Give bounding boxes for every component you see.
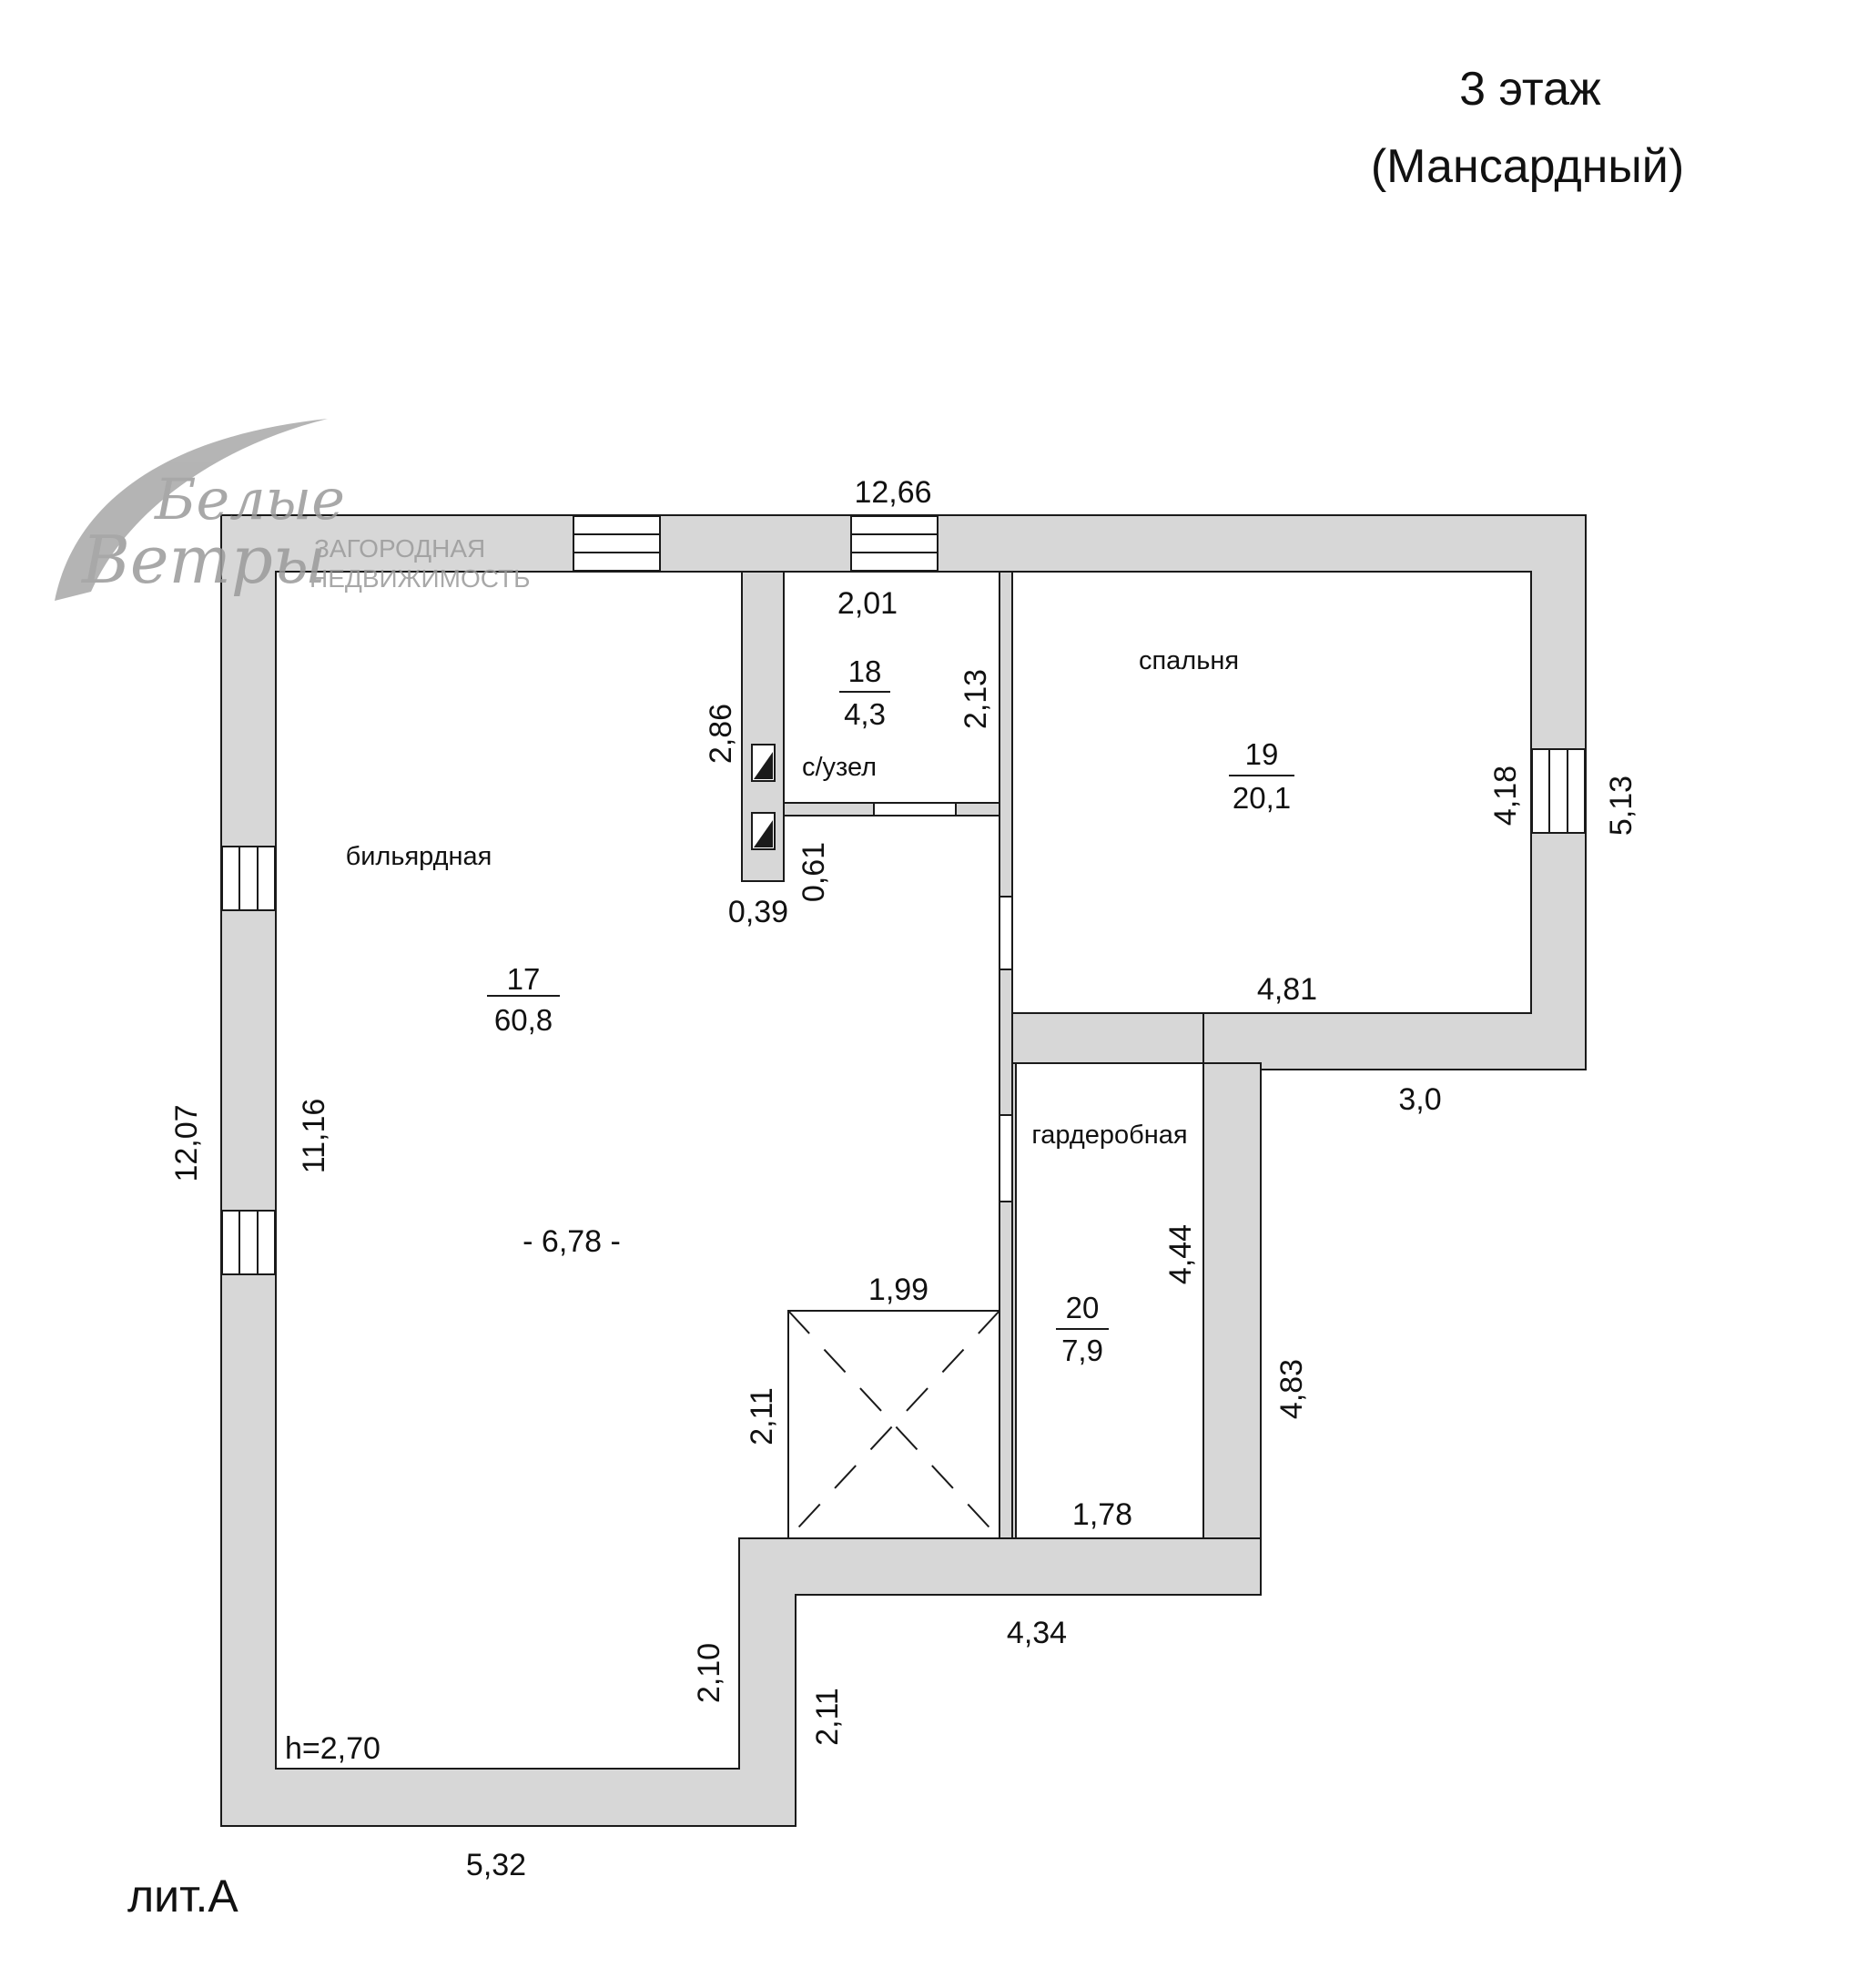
bedroom-bottom-wall <box>1011 1012 1204 1064</box>
room-area-wardrobe: 7,9 <box>1061 1334 1103 1367</box>
dim-step-300: 3,0 <box>1398 1082 1441 1117</box>
door-opening-bedroom <box>1000 897 1011 969</box>
window <box>573 515 661 572</box>
dim-left-inner: 11,16 <box>297 1099 331 1174</box>
room-name-bedroom: спальня <box>1139 646 1239 675</box>
dim-bedroom-width: 4,81 <box>1257 972 1317 1007</box>
window <box>221 1210 276 1275</box>
ceiling-height: h=2,70 <box>285 1731 381 1766</box>
dim-wall-286: 2,86 <box>704 704 738 764</box>
vent-shaft-fill <box>754 820 773 847</box>
center-wall <box>999 571 1013 1539</box>
logo-swoosh <box>55 419 328 601</box>
dim-wall-039: 0,39 <box>728 895 788 929</box>
floor-subtitle: (Мансардный) <box>1371 140 1684 193</box>
window <box>221 846 276 911</box>
logo-sub-line2: НЕДВИЖИМОСТЬ <box>309 564 531 593</box>
room-number-wardrobe: 20 <box>1066 1291 1100 1324</box>
window <box>850 515 939 572</box>
outer-wall <box>220 514 1587 1827</box>
logo-script-line2: Ветры <box>80 522 327 598</box>
dim-wc-height: 2,13 <box>959 669 993 729</box>
room-number-billiard: 17 <box>507 962 541 996</box>
dim-right-lower: 4,83 <box>1274 1359 1309 1419</box>
dim-billiard-width: - 6,78 - <box>523 1224 621 1259</box>
wardrobe-right-wall <box>1202 1062 1262 1539</box>
room-name-billiard: бильярдная <box>346 842 492 871</box>
logo-script-line1: Белые <box>154 466 345 532</box>
stair-opening <box>787 1310 1000 1539</box>
dim-top-overall: 12,66 <box>854 475 931 510</box>
door-opening-wc <box>874 804 956 815</box>
vent-shaft-fill <box>754 752 773 779</box>
logo-sub-line1: ЗАГОРОДНАЯ <box>314 534 485 563</box>
window <box>1531 748 1586 834</box>
door-opening-wardrobe <box>1000 1115 1011 1202</box>
brand-logo: Белые Ветры ЗАГОРОДНАЯ НЕДВИЖИМОСТЬ <box>55 419 531 601</box>
dim-wc-width: 2,01 <box>837 586 898 621</box>
dim-right-outer: 5,13 <box>1604 776 1639 836</box>
dim-notch-inner: 2,10 <box>692 1643 726 1703</box>
room-number-bedroom: 19 <box>1245 737 1279 771</box>
dim-wall-061: 0,61 <box>797 842 831 902</box>
dim-bottom-left: 5,32 <box>466 1848 526 1882</box>
dim-bedroom-height: 4,18 <box>1488 766 1523 826</box>
dim-stair-width: 1,99 <box>868 1273 928 1307</box>
room-area-bedroom: 20,1 <box>1233 781 1291 815</box>
dim-notch-outer: 2,11 <box>810 1688 845 1746</box>
dim-left-outer: 12,07 <box>169 1104 204 1182</box>
dim-bottom-mid: 4,34 <box>1007 1616 1067 1650</box>
room-name-wc: с/узел <box>802 753 877 782</box>
room-area-wc: 4,3 <box>844 697 886 731</box>
floor-title: 3 этаж <box>1459 63 1601 116</box>
dim-stair-height: 2,11 <box>745 1387 779 1445</box>
room-area-billiard: 60,8 <box>494 1003 553 1037</box>
dim-wardrobe-width: 1,78 <box>1072 1497 1132 1532</box>
room-number-wc: 18 <box>848 654 882 688</box>
room-name-wardrobe: гардеробная <box>1031 1121 1187 1150</box>
liter-label: лит.А <box>127 1871 238 1922</box>
wardrobe-left-wall <box>1011 1062 1017 1539</box>
dim-wardrobe-height: 4,44 <box>1163 1224 1198 1284</box>
